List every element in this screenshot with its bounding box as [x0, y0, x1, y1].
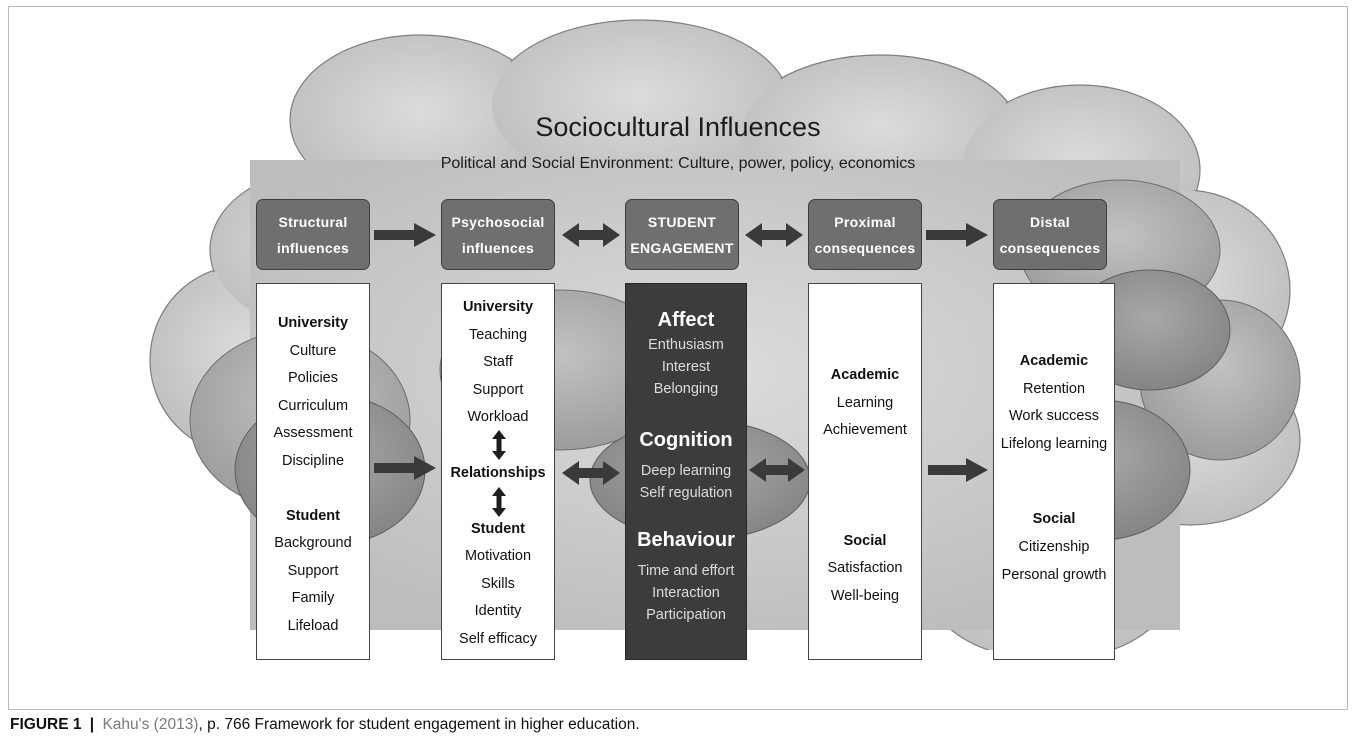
structural-item: Culture [289, 342, 337, 359]
diagram-subtitle: Political and Social Environment: Cultur… [440, 155, 916, 172]
header-structural-line2: influences [276, 239, 350, 256]
arrow-right-middle-4 [928, 458, 988, 482]
psychosocial-university-heading: University [462, 299, 534, 315]
arrow-right-header-1 [374, 223, 436, 247]
engagement-column: Affect Enthusiasm Interest Belonging Cog… [625, 283, 747, 660]
arrow-double-middle-3 [749, 458, 805, 482]
structural-item: Policies [288, 370, 338, 387]
psychosocial-item: Identity [474, 603, 522, 620]
psychosocial-relationships: Relationships [450, 464, 546, 481]
distal-column: Academic Retention Work success Lifelong… [993, 283, 1115, 660]
header-engagement: STUDENT ENGAGEMENT [625, 199, 739, 270]
proximal-column: Academic Learning Achievement Social Sat… [808, 283, 922, 660]
engagement-behaviour-heading: Behaviour [637, 529, 735, 551]
header-structural-line1: Structural [278, 213, 348, 230]
psychosocial-student-heading: Student [471, 520, 525, 537]
distal-academic-heading: Academic [1019, 353, 1089, 369]
structural-item: Family [291, 590, 335, 607]
caption-separator: | [89, 716, 95, 733]
caption-reference: Kahu's (2013) [102, 716, 199, 733]
header-engagement-line2: ENGAGEMENT [630, 239, 734, 256]
structural-item: Lifeload [287, 617, 339, 634]
header-structural: Structural influences [256, 199, 370, 270]
engagement-item: Interaction [652, 585, 720, 601]
proximal-item: Learning [836, 394, 894, 411]
header-engagement-line1: STUDENT [647, 213, 717, 230]
engagement-item: Time and effort [637, 563, 735, 579]
arrow-right-header-4 [926, 223, 988, 247]
header-psychosocial-line2: influences [461, 239, 535, 256]
psychosocial-item: Teaching [468, 326, 528, 343]
psychosocial-item: Staff [483, 354, 513, 371]
header-proximal-line2: consequences [814, 239, 916, 256]
arrow-right-middle-1 [374, 456, 436, 480]
engagement-cognition-heading: Cognition [639, 429, 733, 451]
header-distal-line1: Distal [1030, 213, 1070, 230]
psychosocial-item: Motivation [464, 548, 532, 565]
engagement-item: Self regulation [639, 485, 733, 501]
proximal-item: Achievement [823, 422, 907, 439]
caption-text: , p. 766 Framework for student engagemen… [198, 716, 640, 733]
structural-item: Assessment [273, 425, 353, 442]
psychosocial-item: Support [472, 381, 524, 398]
distal-item: Citizenship [1018, 538, 1090, 555]
proximal-item: Well-being [830, 587, 900, 604]
distal-item: Personal growth [1001, 566, 1107, 583]
diagram-title: Sociocultural Influences [535, 112, 821, 142]
header-proximal: Proximal consequences [808, 199, 922, 270]
structural-university-heading: University [277, 315, 349, 331]
figure-caption: FIGURE 1 | Kahu's (2013), p. 766 Framewo… [10, 716, 640, 734]
proximal-item: Satisfaction [827, 560, 903, 577]
distal-social-heading: Social [1032, 511, 1076, 528]
engagement-item: Deep learning [640, 463, 732, 479]
arrow-double-middle-2 [562, 461, 620, 485]
arrow-double-header-3 [745, 223, 803, 247]
engagement-item: Interest [661, 359, 711, 375]
engagement-item: Participation [646, 607, 726, 623]
structural-column: University Culture Policies Curriculum A… [256, 283, 370, 660]
header-psychosocial-line1: Psychosocial [451, 213, 545, 230]
structural-item: Discipline [281, 452, 345, 469]
header-distal-line2: consequences [999, 239, 1101, 256]
distal-item: Lifelong learning [1000, 435, 1108, 452]
header-proximal-line1: Proximal [834, 213, 896, 230]
header-psychosocial: Psychosocial influences [441, 199, 555, 270]
structural-item: Curriculum [277, 397, 349, 414]
engagement-affect-heading: Affect [657, 309, 715, 331]
engagement-item: Enthusiasm [648, 337, 724, 353]
psychosocial-item: Workload [467, 409, 529, 426]
arrow-double-header-2 [562, 223, 620, 247]
proximal-social-heading: Social [843, 532, 887, 549]
psychosocial-column: University Teaching Staff Support Worklo… [441, 283, 555, 660]
structural-item: Support [287, 562, 339, 579]
engagement-item: Belonging [653, 381, 719, 397]
proximal-academic-heading: Academic [830, 367, 900, 383]
structural-item: Background [274, 535, 352, 552]
vertical-double-arrow-top [442, 429, 554, 460]
figure-label: FIGURE 1 [10, 716, 82, 733]
structural-student-heading: Student [286, 507, 340, 524]
distal-item: Work success [1009, 408, 1099, 425]
psychosocial-item: Skills [481, 575, 515, 592]
distal-item: Retention [1022, 380, 1086, 397]
psychosocial-item: Self efficacy [459, 630, 537, 647]
header-distal: Distal consequences [993, 199, 1107, 270]
vertical-double-arrow-bottom [442, 486, 554, 517]
